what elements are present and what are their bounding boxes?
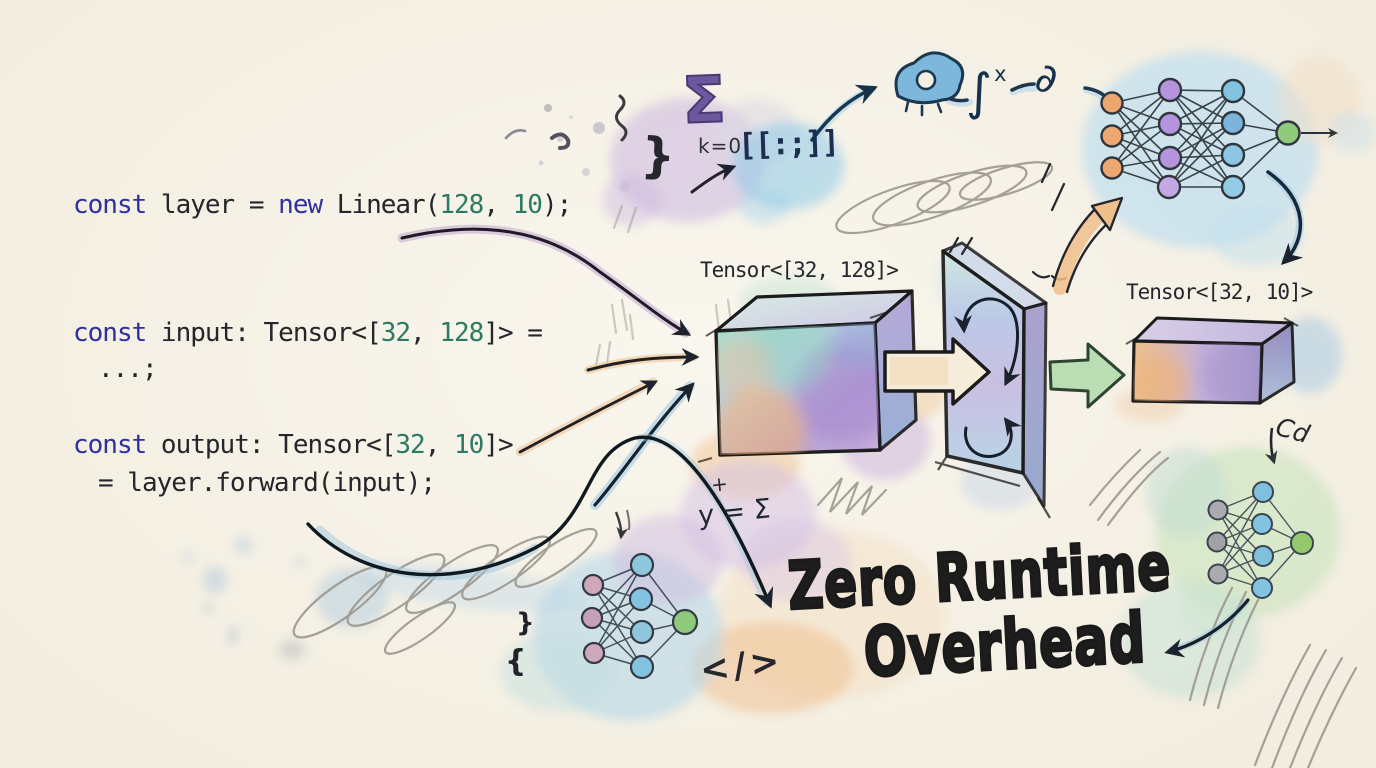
sigma-doodles	[504, 94, 630, 192]
integral-glyph: ∫	[966, 63, 993, 121]
pencil-scribbles	[292, 161, 1358, 768]
code-token: 128	[439, 190, 484, 220]
code-line-input: const input: Tensor<[32, 128]> =	[73, 318, 543, 348]
nn-top-right	[1100, 77, 1338, 200]
code-token: 32	[380, 318, 411, 348]
code-token: Linear(	[322, 190, 441, 220]
code-to-cube-arrows	[397, 224, 700, 510]
sum-lower-bound: k=0	[698, 134, 743, 158]
code-token: ]>	[483, 430, 513, 460]
headline-line2: Overhead	[861, 598, 1149, 695]
swoop-arrow-to-headline	[306, 433, 774, 609]
code-token: layer =	[146, 190, 279, 220]
tensor-output-label: Tensor<[32, 10]>	[1126, 280, 1313, 304]
code-token: ]> =	[483, 318, 543, 348]
slice-icon: [[:;]]	[737, 124, 839, 164]
gradient-up-arrow	[1040, 162, 1124, 295]
nn-to-headline-arrow	[1164, 598, 1250, 658]
code-line-input-cont: ...;	[98, 354, 158, 384]
panel-loop-arrows	[954, 297, 1022, 458]
code-token: 10	[454, 430, 484, 460]
code-token: ,	[424, 430, 455, 460]
nn-to-output-arrow	[1266, 170, 1304, 265]
code-token: ,	[483, 190, 513, 220]
code-token: const	[73, 190, 147, 220]
blob-icon	[894, 51, 965, 117]
integral-superscript: x	[994, 62, 1007, 86]
nn-bottom-right	[1206, 427, 1314, 599]
code-token: ,	[410, 318, 440, 348]
brace-glyph: }	[516, 608, 535, 638]
output-box	[1125, 316, 1299, 405]
tensor-input-label: Tensor<[32, 128]>	[700, 258, 899, 282]
integral-icon: ∫x	[966, 62, 1007, 121]
code-token: 10	[512, 190, 543, 220]
sum-icon: Σ	[680, 62, 728, 139]
code-line-output-cont: = layer.forward(input);	[98, 468, 436, 498]
code-token: );	[541, 190, 572, 220]
formula-plus: +	[709, 471, 729, 497]
code-token: const	[73, 430, 147, 460]
code-token: 128	[439, 318, 484, 348]
nn-bottom-left	[580, 509, 699, 680]
output-arrow	[1048, 342, 1126, 409]
code-token: const	[73, 318, 147, 348]
code-token: input: Tensor<[	[146, 318, 382, 348]
brace-glyph: }	[639, 127, 677, 185]
code-token: output: Tensor<[	[146, 430, 396, 460]
code-token: 32	[395, 430, 425, 460]
watercolor-blobs	[184, 52, 1376, 721]
code-token: new	[278, 190, 323, 220]
code-line-output: const output: Tensor<[32, 10]>	[73, 430, 514, 460]
code-line-layer: const layer = new Linear(128, 10);	[73, 190, 572, 220]
brace-glyph: {	[505, 644, 527, 679]
